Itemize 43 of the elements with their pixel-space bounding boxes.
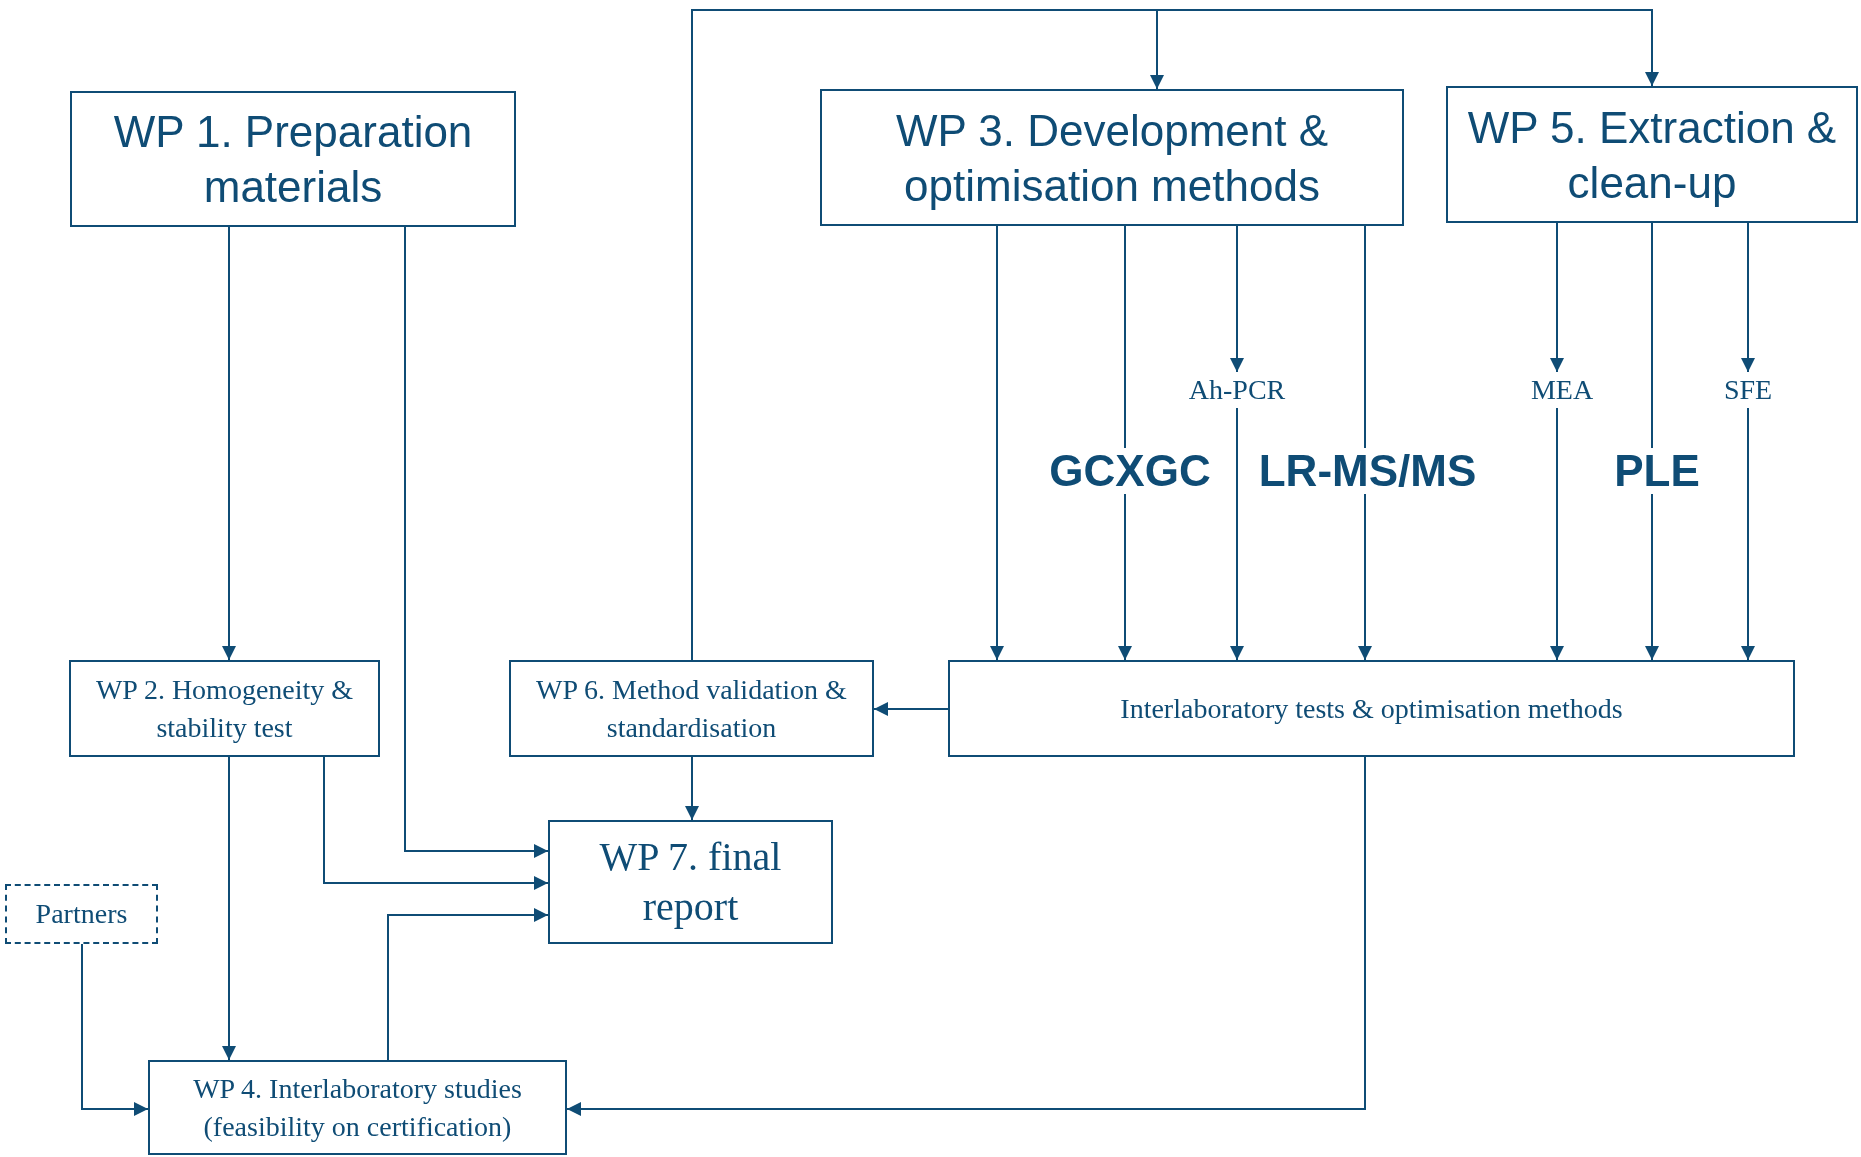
box-label: WP 3. Development & optimisation methods: [894, 104, 1330, 212]
box-label: Partners: [35, 897, 128, 931]
method-label: Ah-PCR: [1187, 372, 1287, 408]
arrow: [1550, 222, 1564, 373]
arrow: [222, 756, 236, 1061]
method-label: GCXGC: [1045, 448, 1215, 494]
arrow: [990, 225, 1004, 661]
arrow: [873, 702, 949, 716]
arrow: [404, 226, 549, 858]
box-label: WP 1. Preparation materials: [112, 106, 474, 213]
process-box: [69, 660, 380, 757]
arrow: [566, 756, 1366, 1116]
dashed-box: [5, 884, 158, 944]
arrow: [1118, 493, 1132, 661]
box-label: WP 4. Interlaboratory studies (feasibility on certification): [192, 1071, 523, 1144]
method-label: MEA: [1517, 372, 1607, 408]
work-package-box: [820, 89, 1404, 226]
box-label: WP 2. Homogeneity & stability test: [94, 672, 355, 745]
arrow: [685, 756, 699, 821]
arrow: [1741, 407, 1755, 661]
method-label: SFE: [1708, 372, 1788, 408]
process-box: [148, 1060, 567, 1155]
process-box: [509, 660, 874, 757]
arrow: [1645, 493, 1659, 661]
box-label: WP 5. Extraction & clean-up: [1466, 101, 1838, 209]
arrow: [222, 226, 236, 661]
arrow: [1550, 407, 1564, 661]
method-label: LR-MS/MS: [1250, 448, 1485, 494]
arrow: [323, 756, 549, 890]
arrow: [1358, 493, 1372, 661]
arrow: [81, 943, 149, 1116]
process-box: [948, 660, 1795, 757]
box-label: WP 7. final report: [598, 833, 783, 931]
arrow: [1230, 407, 1244, 661]
arrow: [387, 908, 549, 1061]
work-package-box: [548, 820, 833, 944]
arrow: [1741, 222, 1755, 373]
arrow: [1230, 225, 1244, 373]
work-package-box: [70, 91, 516, 227]
method-label: PLE: [1605, 448, 1709, 494]
box-label: WP 6. Method validation & standardisation: [535, 672, 848, 745]
work-package-box: [1446, 86, 1858, 223]
box-label: Interlaboratory tests & optimisation methods: [1120, 691, 1623, 726]
